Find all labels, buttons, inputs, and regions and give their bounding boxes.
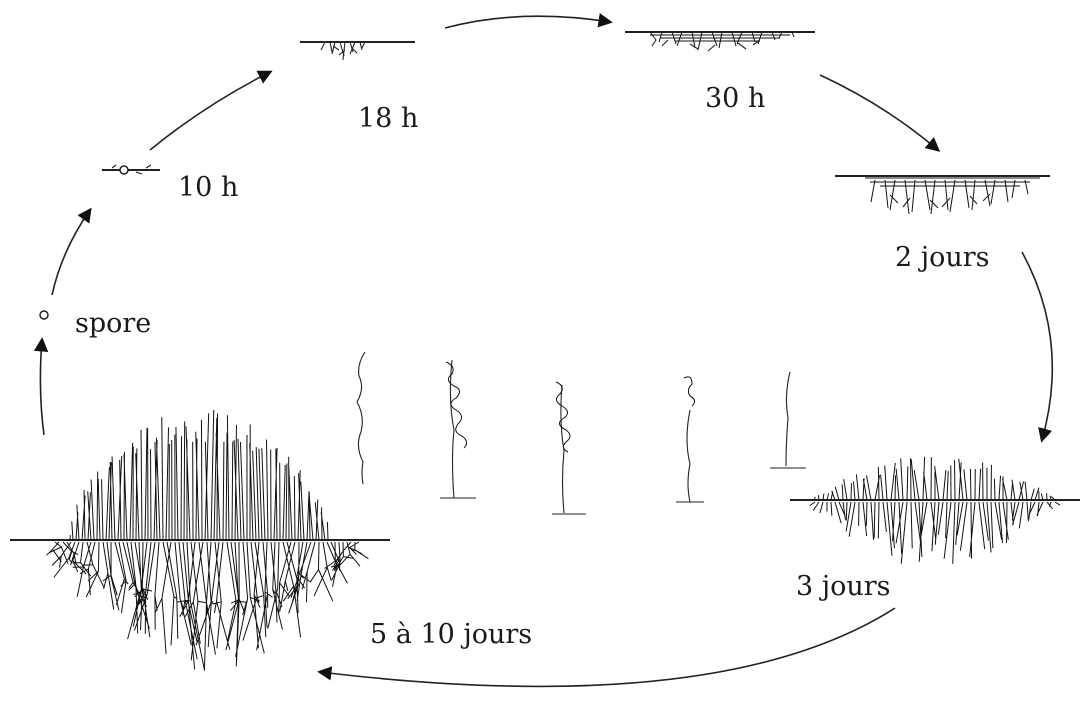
arrow-30h-to-2d bbox=[820, 75, 938, 150]
label-10h: 10 h bbox=[178, 172, 238, 203]
colony-30h-drawing bbox=[625, 32, 815, 51]
arrow-spore-to-10h bbox=[52, 210, 90, 295]
arrow-10h-to-18h bbox=[150, 72, 270, 150]
conidiophores bbox=[357, 352, 806, 514]
colony-2d-drawing bbox=[835, 176, 1050, 214]
label-30h: 30 h bbox=[705, 83, 765, 114]
colony-3d-drawing bbox=[790, 457, 1080, 564]
conidiophore-5 bbox=[770, 372, 806, 468]
colony-18h-drawing bbox=[300, 42, 415, 60]
label-18h: 18 h bbox=[358, 103, 418, 134]
arrow-mature-to-spore bbox=[40, 340, 44, 435]
label-3d: 3 jours bbox=[796, 571, 891, 602]
arrow-18h-to-30h bbox=[445, 16, 610, 28]
arrow-2d-to-3d bbox=[1022, 252, 1052, 440]
conidiophore-1 bbox=[357, 352, 365, 484]
colony-mature-drawing bbox=[10, 410, 390, 671]
label-2d: 2 jours bbox=[895, 242, 990, 273]
stage-labels: spore 10 h 18 h 30 h 2 jours 3 jours 5 à… bbox=[75, 83, 990, 650]
label-spore: spore bbox=[75, 308, 151, 339]
cycle-arrows bbox=[40, 16, 1052, 686]
germling-10h-drawing bbox=[102, 165, 160, 174]
conidiophore-3 bbox=[552, 382, 586, 514]
conidiophore-2 bbox=[440, 360, 476, 498]
spore-drawing bbox=[40, 311, 48, 319]
conidiophore-4 bbox=[676, 377, 704, 502]
label-5-10d: 5 à 10 jours bbox=[370, 619, 532, 650]
